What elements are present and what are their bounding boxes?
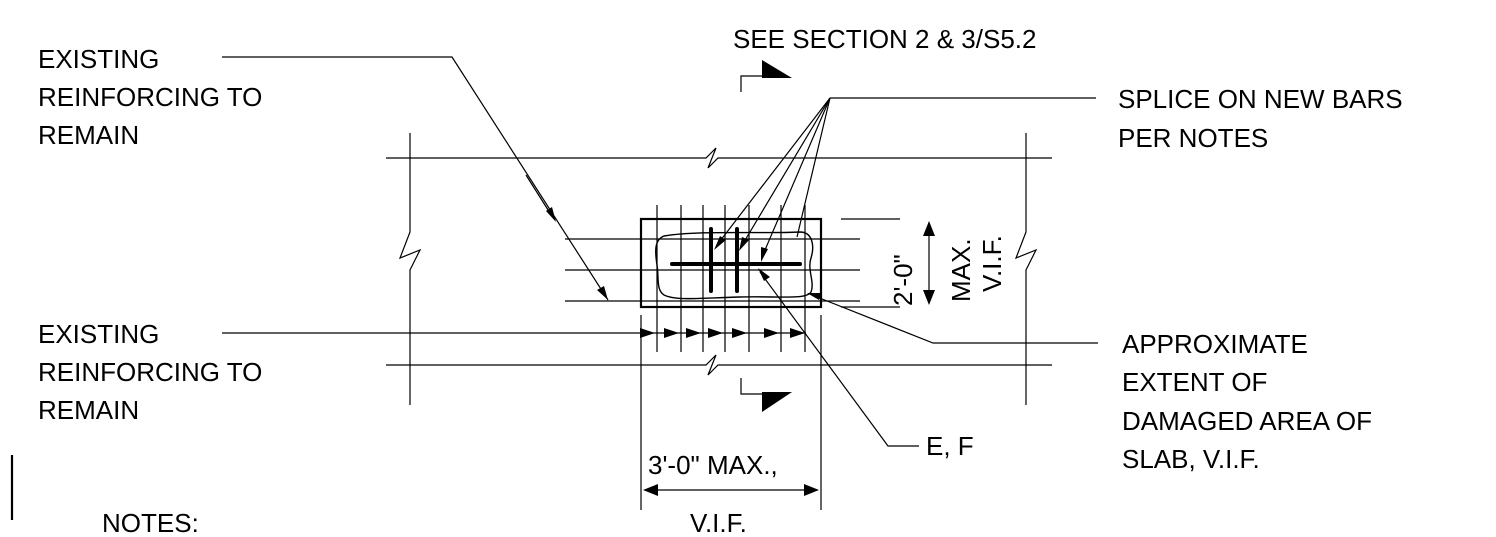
ef-label: E, F bbox=[926, 431, 974, 461]
leader-splice bbox=[714, 97, 1096, 262]
slab-outline bbox=[386, 133, 1052, 405]
leader-existing-top bbox=[222, 56, 609, 301]
new-splice-bars bbox=[670, 227, 802, 293]
section-reference-label: SEE SECTION 2 & 3/S5.2 bbox=[733, 24, 1036, 54]
existing-reinforcing-top-line2: REINFORCING TO bbox=[38, 82, 262, 112]
existing-reinforcing-bottom-line2: REINFORCING TO bbox=[38, 357, 262, 387]
section-cut-marker-top bbox=[740, 60, 792, 92]
section-cut-marker-bottom bbox=[740, 378, 792, 412]
existing-reinforcing-bottom-line1: EXISTING bbox=[38, 319, 159, 349]
damaged-area-note-line1: APPROXIMATE bbox=[1122, 329, 1308, 359]
damaged-area-note-line2: EXTENT OF bbox=[1122, 367, 1267, 397]
notes-heading: NOTES: bbox=[102, 508, 199, 537]
width-dimension-value: 3'-0" MAX., bbox=[648, 450, 778, 480]
damaged-area-note-line3: DAMAGED AREA OF bbox=[1122, 406, 1372, 436]
height-dimension-value: 2'-0" bbox=[888, 254, 918, 306]
height-dimension-vif: V.I.F. bbox=[977, 235, 1007, 292]
existing-reinforcing-bottom-line3: REMAIN bbox=[38, 395, 139, 425]
width-dimension-vif: V.I.F. bbox=[690, 508, 747, 537]
horizontal-dimension bbox=[640, 315, 822, 510]
leader-ef bbox=[758, 268, 919, 447]
repair-patch-outline bbox=[639, 217, 823, 309]
damaged-area-note-line4: SLAB, V.I.F. bbox=[1122, 444, 1260, 474]
existing-reinforcing-top-line3: REMAIN bbox=[38, 120, 139, 150]
existing-vertical-bars bbox=[656, 205, 806, 352]
splice-note-line2: PER NOTES bbox=[1118, 123, 1268, 153]
vertical-dimension bbox=[841, 218, 935, 308]
leader-existing-bottom bbox=[222, 328, 806, 338]
damaged-area-outline bbox=[654, 231, 814, 300]
existing-reinforcing-top-line1: EXISTING bbox=[38, 44, 159, 74]
leader-damaged-area bbox=[807, 293, 1098, 344]
splice-note-line1: SPLICE ON NEW BARS bbox=[1118, 84, 1403, 114]
height-dimension-max: MAX. bbox=[946, 238, 976, 302]
